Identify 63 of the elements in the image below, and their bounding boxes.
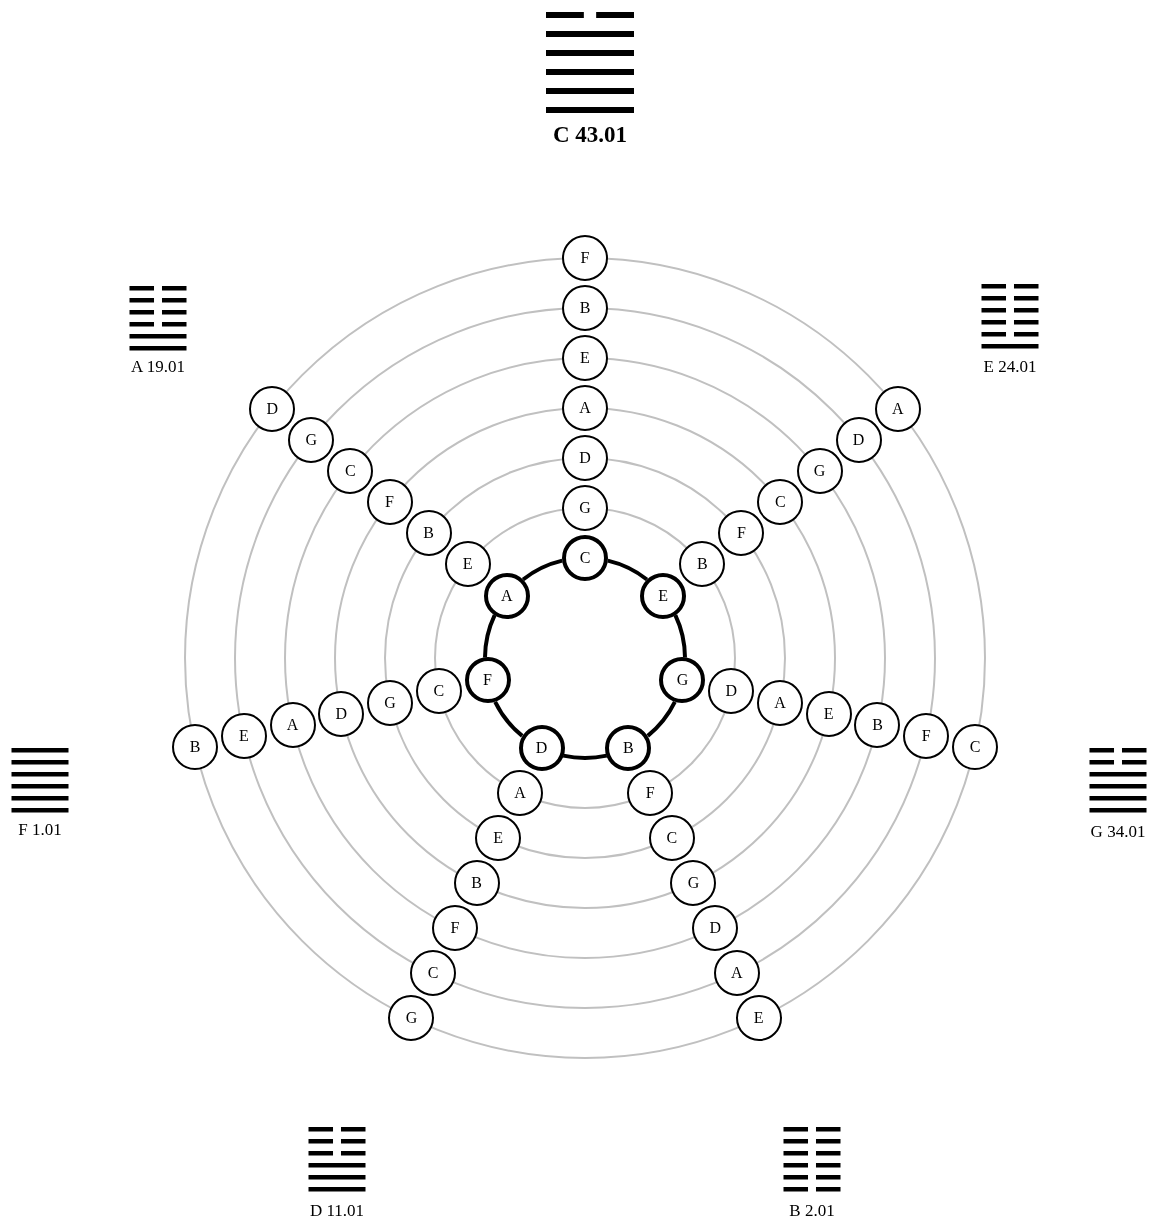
letter-circle: G <box>367 679 413 726</box>
ring-arc <box>673 614 687 658</box>
letter-circle: F <box>718 510 765 557</box>
letter-circle: A <box>496 770 543 817</box>
letter-circle: A <box>562 385 608 431</box>
letter-circle: A <box>713 950 760 997</box>
letter-circle: E <box>562 335 608 381</box>
letter-circle: C <box>757 479 804 526</box>
hexagram-label: C 43.01 <box>552 122 628 148</box>
letter-circle: G <box>388 995 435 1042</box>
hexagram-label: D 11.01 <box>309 1201 365 1221</box>
letter-circle: F <box>366 479 413 526</box>
letter-circle: B <box>854 701 901 748</box>
letter-circle: G <box>796 447 843 494</box>
letter-circle: G <box>562 485 608 531</box>
ring-arc <box>607 558 649 582</box>
letter-circle: A <box>874 385 921 432</box>
letter-circle: E <box>805 690 852 737</box>
letter-circle: C <box>410 950 457 997</box>
letter-circle: B <box>172 724 218 770</box>
letter-circle: F <box>431 905 478 952</box>
letter-circle: D <box>249 385 296 432</box>
letter-circle: C <box>562 535 608 581</box>
letter-circle: D <box>835 416 882 463</box>
ring-arc <box>521 558 563 582</box>
letter-circle: C <box>648 815 695 862</box>
letter-circle: B <box>562 285 608 331</box>
letter-circle: E <box>640 572 687 619</box>
letter-circle: C <box>951 724 998 770</box>
letter-circle: F <box>903 712 950 759</box>
letter-circle: B <box>405 510 452 557</box>
hexagram-label: E 24.01 <box>983 357 1037 377</box>
letter-circle: B <box>605 725 652 772</box>
letter-circle: D <box>708 668 755 715</box>
hexagram-label: G 34.01 <box>1090 822 1146 842</box>
hexagram-label: B 2.01 <box>789 1201 835 1221</box>
hexagram-label: F 1.01 <box>18 820 62 840</box>
letter-circle: F <box>627 770 674 817</box>
letter-circle: F <box>464 657 511 704</box>
ring-arc <box>562 753 608 760</box>
ring-arc <box>483 614 497 658</box>
letter-circle: D <box>692 905 739 952</box>
letter-circle: A <box>757 679 803 726</box>
ring-arc <box>646 700 677 738</box>
letter-circle: E <box>735 995 782 1042</box>
letter-circle: F <box>562 235 608 281</box>
letter-circle: E <box>475 815 522 862</box>
letter-circle: G <box>659 657 706 704</box>
letter-circle: D <box>518 725 565 772</box>
ring-arc <box>493 700 524 738</box>
letter-circle: B <box>679 541 726 588</box>
letter-circle: G <box>288 416 335 463</box>
letter-circle: E <box>220 712 267 759</box>
letter-circle: E <box>444 541 491 588</box>
letter-circle: C <box>327 447 374 494</box>
hexagram-label: A 19.01 <box>131 357 185 377</box>
letter-circle: A <box>483 572 530 619</box>
letter-circle: A <box>269 701 316 748</box>
letter-circle: C <box>415 668 462 715</box>
letter-circle: B <box>453 860 500 907</box>
letter-circle: D <box>318 690 365 737</box>
letter-circle: G <box>670 860 717 907</box>
letter-circle: D <box>562 435 608 481</box>
